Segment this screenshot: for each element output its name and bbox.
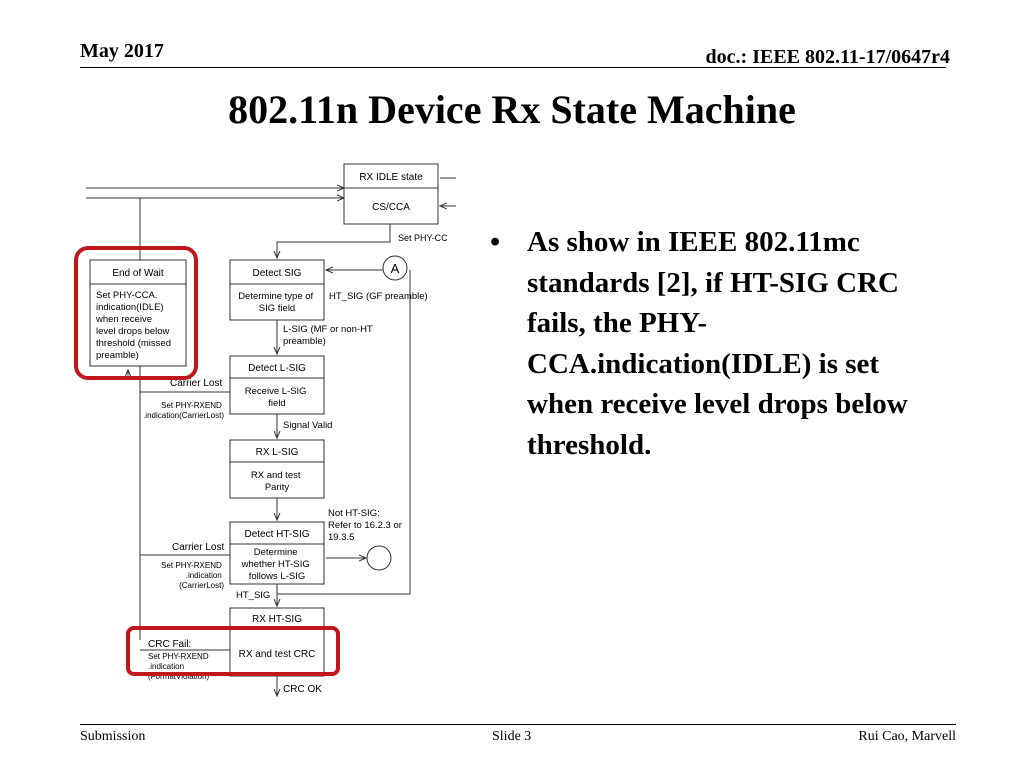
state-name: RX L-SIG bbox=[256, 447, 299, 458]
state-detect-htsig: Detect HT-SIG Determine whether HT-SIG f… bbox=[229, 521, 325, 585]
connector-a-circle bbox=[382, 255, 408, 281]
bullet-text: As show in IEEE 802.11mc standards [2], … bbox=[527, 226, 908, 461]
not-htsig-label: Not HT-SIG: Refer to 16.2.3 or 19.3.5 bbox=[328, 508, 405, 543]
state-action: Determine whether HT-SIG follows L-SIG bbox=[241, 547, 313, 582]
state-end-of-wait: End of Wait Set PHY-CCA. indication(IDLE… bbox=[89, 259, 187, 367]
crc-ok-label: CRC OK bbox=[283, 684, 322, 695]
state-name: RX HT-SIG bbox=[252, 614, 302, 625]
ht-sig-label: HT_SIG bbox=[236, 590, 270, 601]
state-name: Detect SIG bbox=[253, 268, 302, 279]
ht-sig-gf-label: HT_SIG (GF preamble) bbox=[329, 291, 428, 302]
state-rx-htsig: RX HT-SIG RX and test CRC bbox=[229, 607, 325, 677]
state-name: Detect HT-SIG bbox=[244, 529, 309, 540]
state-name: Detect L-SIG bbox=[248, 363, 306, 374]
highlight-crc-fail bbox=[126, 626, 340, 676]
state-action: RX and test Parity bbox=[251, 470, 303, 493]
bullet-symbol: • bbox=[490, 226, 501, 258]
footer-author: Rui Cao, Marvell bbox=[858, 729, 956, 744]
state-name: RX IDLE state bbox=[359, 172, 423, 183]
exit-circle bbox=[366, 545, 392, 571]
state-detect-lsig: Detect L-SIG Receive L-SIG field bbox=[229, 355, 325, 415]
state-rx-idle: RX IDLE state CS/CCA bbox=[343, 163, 439, 225]
slide-title: 802.11n Device Rx State Machine bbox=[228, 87, 796, 132]
connector-a-label: A bbox=[391, 261, 400, 276]
set-phy-cca-label: Set PHY-CC bbox=[398, 233, 448, 243]
carrier-lost-label-1: Carrier Lost bbox=[170, 378, 222, 389]
signal-valid-label: Signal Valid bbox=[283, 420, 332, 431]
header-doc-id: doc.: IEEE 802.11-17/0647r4 bbox=[705, 46, 950, 68]
highlight-end-of-wait bbox=[74, 246, 198, 380]
state-action: RX and test CRC bbox=[239, 649, 316, 660]
header-date: May 2017 bbox=[80, 40, 164, 62]
footer-submission: Submission bbox=[80, 729, 146, 744]
rxend-label-1: Set PHY-RXEND .indication(CarrierLost) bbox=[143, 401, 224, 420]
state-action: Receive L-SIG field bbox=[245, 386, 309, 409]
carrier-lost-label-2: Carrier Lost bbox=[172, 542, 224, 553]
state-rx-lsig: RX L-SIG RX and test Parity bbox=[229, 439, 325, 499]
state-action: CS/CCA bbox=[372, 202, 410, 213]
footer-divider bbox=[80, 724, 956, 725]
state-action: Determine type of SIG field bbox=[238, 291, 316, 314]
state-detect-sig: Detect SIG Determine type of SIG field bbox=[229, 259, 325, 321]
crc-fail-label: CRC Fail: Set PHY-RXEND .indication (For… bbox=[148, 639, 211, 681]
lsig-mf-label: L-SIG (MF or non-HT preamble) bbox=[283, 324, 375, 347]
state-action: Set PHY-CCA. indication(IDLE) when recei… bbox=[95, 290, 174, 361]
rxend-label-2: Set PHY-RXEND .indication (CarrierLost) bbox=[161, 561, 224, 590]
header-divider bbox=[80, 67, 946, 68]
state-name: End of Wait bbox=[112, 268, 164, 279]
footer-slide-number: Slide 3 bbox=[492, 729, 532, 744]
